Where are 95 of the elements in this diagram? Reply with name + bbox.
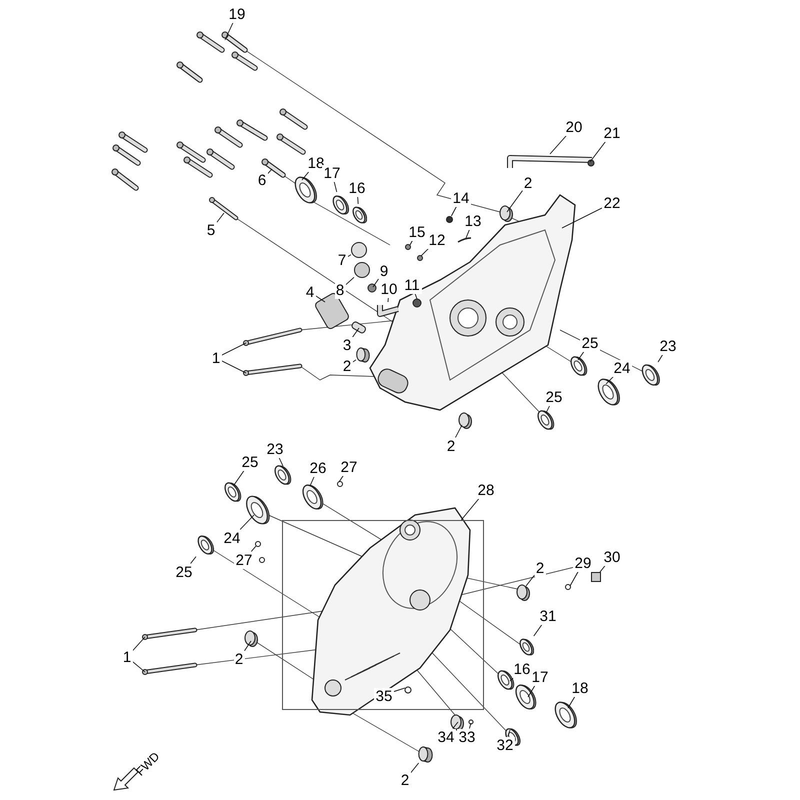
leader-line — [315, 295, 326, 302]
callout-number: 25 — [580, 334, 600, 352]
callout-number: 25 — [174, 564, 194, 580]
callout-number: 27 — [234, 552, 254, 568]
callout-number: 30 — [602, 548, 622, 566]
leader-line — [510, 677, 514, 682]
leader-line — [352, 328, 360, 338]
callout-number: 23 — [265, 440, 285, 458]
callout-number: 19 — [227, 6, 247, 22]
callout-number: 11 — [402, 276, 422, 294]
callout-number: 34 — [436, 728, 456, 746]
leader-line — [410, 762, 420, 774]
dowel-pin — [418, 746, 433, 763]
nut — [591, 572, 601, 582]
leader-line — [658, 354, 664, 362]
callout-number: 31 — [538, 608, 558, 624]
bearing-drawing — [196, 533, 214, 557]
leader-line — [606, 376, 614, 384]
leader-line — [420, 248, 429, 256]
leader-line — [221, 360, 246, 374]
leader-line — [224, 22, 234, 40]
callout-number: 9 — [378, 262, 390, 280]
callout-number: 29 — [573, 554, 593, 572]
leader-line — [469, 722, 472, 729]
callout-number: 33 — [457, 728, 477, 746]
leader-line — [562, 208, 602, 228]
callout-number: 16 — [512, 660, 532, 678]
leader-line — [568, 696, 576, 708]
leader-line — [528, 685, 536, 698]
leader-line — [250, 546, 256, 552]
oil-seal-drawing — [351, 204, 367, 226]
callout-number: 16 — [347, 180, 367, 196]
leader-line — [455, 424, 462, 438]
leader-line — [132, 661, 146, 672]
leader-line — [466, 229, 470, 238]
leader-line — [506, 190, 523, 212]
callout-number: 3 — [342, 336, 352, 354]
callout-number: 20 — [564, 118, 584, 136]
leader-line — [221, 342, 246, 356]
leader-line — [216, 212, 224, 224]
callout-number: 24 — [612, 360, 632, 376]
leader-line — [334, 181, 338, 192]
dowel-pin — [356, 347, 370, 363]
leader-line — [310, 476, 315, 486]
fitting-cap — [354, 262, 370, 278]
leader-line — [550, 135, 567, 154]
callout-number: 25 — [240, 454, 260, 470]
callout-number: 15 — [407, 224, 427, 240]
leader-line — [452, 722, 458, 729]
leader-line — [507, 730, 510, 737]
leader-line — [338, 475, 344, 482]
callout-number: 8 — [334, 282, 346, 298]
leader-line — [302, 171, 310, 180]
leader-line — [244, 640, 252, 652]
leader-line — [533, 624, 542, 636]
callout-number: 5 — [206, 222, 216, 238]
leader-line — [392, 688, 406, 692]
callout-number: 18 — [570, 680, 590, 696]
bearing-drawing — [640, 362, 660, 388]
leader-line — [526, 574, 535, 586]
oil-seal-drawing — [518, 636, 534, 658]
leader-line — [590, 141, 606, 162]
callout-number: 17 — [530, 668, 550, 686]
leader-line — [570, 571, 579, 586]
leader-line — [546, 405, 550, 414]
leader-line — [240, 514, 254, 530]
gear-cap — [351, 242, 367, 258]
callout-number: 10 — [379, 280, 399, 298]
leader-line — [450, 206, 457, 216]
callout-number: 13 — [463, 212, 483, 230]
leader-line — [372, 278, 379, 288]
callout-number: 17 — [322, 164, 342, 182]
callout-number: 25 — [544, 388, 564, 406]
leader-line — [234, 470, 244, 486]
leader-line — [345, 276, 354, 286]
callout-number: 35 — [374, 688, 394, 704]
callout-number: 27 — [339, 458, 359, 476]
callout-number: 28 — [476, 482, 496, 498]
callout-number: 14 — [451, 190, 471, 206]
leader-line — [278, 457, 284, 466]
leader-line — [357, 196, 359, 204]
callout-number: 6 — [256, 172, 268, 188]
group-frame — [282, 520, 484, 710]
callout-number: 26 — [308, 460, 328, 476]
callout-number: 2 — [534, 560, 546, 576]
leader-line — [410, 240, 413, 246]
callout-number: 23 — [658, 338, 678, 354]
leader-line — [578, 351, 584, 360]
callout-number: 21 — [602, 124, 622, 142]
plug — [446, 216, 453, 223]
leader-line — [132, 636, 146, 652]
callout-number: 12 — [427, 232, 447, 248]
callout-number: 32 — [495, 736, 515, 754]
callout-number: 22 — [602, 194, 622, 212]
leader-line — [190, 556, 196, 564]
